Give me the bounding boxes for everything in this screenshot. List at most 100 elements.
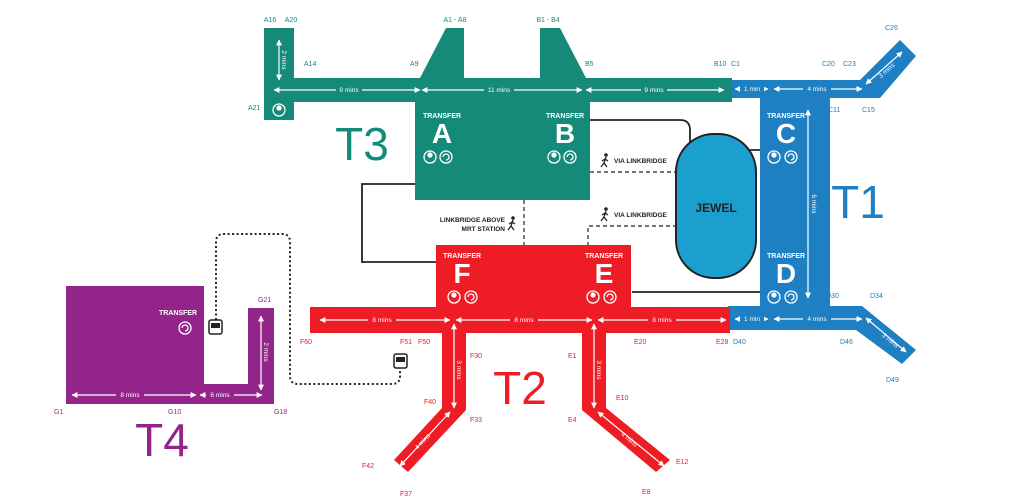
terminal-2 xyxy=(310,245,730,472)
linkbridge-mrt-label: MRT STATION xyxy=(462,226,506,233)
gate-label: D30 xyxy=(826,293,839,300)
terminal-4-label: T4 xyxy=(135,414,189,466)
link-b-jewel xyxy=(590,119,691,248)
transfer-label: TRANSFER xyxy=(767,253,805,260)
via-linkbridge-label: VIA LINKBRIDGE xyxy=(614,158,668,165)
gate-label: C26 xyxy=(885,25,898,32)
transfer-desk-icon xyxy=(464,290,478,304)
gate-label: B5 xyxy=(585,61,594,68)
walk-time-label: 2 mins xyxy=(262,342,269,362)
gate-label: A14 xyxy=(304,61,317,68)
gate-label: A20 xyxy=(285,17,298,24)
t3-a-nub xyxy=(420,28,464,78)
walk-time-label: 1 min xyxy=(744,86,760,93)
transfer-desk-icon xyxy=(603,290,617,304)
gate-label: G21 xyxy=(258,297,271,304)
t3-b-nub xyxy=(540,28,586,78)
gate-label: E4 xyxy=(568,417,577,424)
walking-person-icon xyxy=(600,207,609,222)
t1-connector xyxy=(760,98,830,308)
transfer-e-letter: E xyxy=(595,258,614,289)
info-counter-icon xyxy=(272,103,286,117)
gate-label: F51 xyxy=(400,339,412,346)
gate-label: E1 xyxy=(568,353,577,360)
gate-labels: A16 A20 A14 A9 A21 A1 - A8 B1 - B4 B5 B1… xyxy=(54,17,899,498)
transfer-a-letter: A xyxy=(432,118,452,149)
walk-time-label: 11 mins xyxy=(488,87,511,94)
gate-label: E12 xyxy=(676,459,689,466)
walk-time-label: 3 mins xyxy=(595,360,602,380)
gate-label: A1 - A8 xyxy=(444,17,467,24)
walking-person-icon xyxy=(600,153,609,168)
transfer-label: TRANSFER xyxy=(767,113,805,120)
gate-label: F30 xyxy=(470,353,482,360)
jewel-label: JEWEL xyxy=(695,201,736,215)
gate-label: E20 xyxy=(634,339,647,346)
walk-time-label: 8 mins xyxy=(120,392,140,399)
gate-label: G10 xyxy=(168,409,181,416)
gate-label: F40 xyxy=(424,399,436,406)
gate-label: G18 xyxy=(274,409,287,416)
gate-label: D40 xyxy=(733,339,746,346)
terminal-2-label: T2 xyxy=(493,362,547,414)
gate-label: F50 xyxy=(418,339,430,346)
gate-label: C20 xyxy=(822,61,835,68)
info-counter-icon xyxy=(767,150,781,164)
transfer-label: TRANSFER xyxy=(546,113,584,120)
gate-label: F37 xyxy=(400,491,412,498)
walk-time-label: 4 mins xyxy=(807,316,827,323)
gate-label: F33 xyxy=(470,417,482,424)
gate-label: B1 - B4 xyxy=(536,17,559,24)
transfer-c-letter: C xyxy=(776,118,796,149)
terminal-4 xyxy=(66,286,274,404)
gate-label: A9 xyxy=(410,61,419,68)
gate-label: E10 xyxy=(616,395,629,402)
transfer-desk-icon xyxy=(784,150,798,164)
info-counter-icon xyxy=(767,290,781,304)
gate-label: D34 xyxy=(870,293,883,300)
walk-time-label: 6 mins xyxy=(810,194,817,214)
walk-time-label: 8 mins xyxy=(372,317,392,324)
bus-icon xyxy=(208,319,223,335)
info-counter-icon xyxy=(447,290,461,304)
transfer-b-letter: B xyxy=(555,118,575,149)
walk-time-label: 9 mins xyxy=(339,87,359,94)
gate-label: D49 xyxy=(886,377,899,384)
linkbridge-mrt-label: LINKBRIDGE ABOVE xyxy=(440,217,506,224)
walk-time-label: 8 mins xyxy=(514,317,534,324)
shuttle-route xyxy=(215,233,401,385)
gate-label: C15 xyxy=(862,107,875,114)
gate-label: F60 xyxy=(300,339,312,346)
walk-time-label: 4 mins xyxy=(807,86,827,93)
walking-person-icon xyxy=(507,216,516,231)
walk-time-label: 6 mins xyxy=(210,392,230,399)
info-counter-icon xyxy=(547,150,561,164)
gate-label: E28 xyxy=(716,339,729,346)
walk-time-label: 1 min xyxy=(744,316,760,323)
terminal-1-label: T1 xyxy=(831,176,885,228)
transfer-desk-icon xyxy=(439,150,453,164)
transfer-desk-icon xyxy=(178,321,192,335)
dash-e-jewel xyxy=(587,225,678,246)
transfer-label: TRANSFER xyxy=(159,310,197,317)
link-t3-t2-west xyxy=(361,183,436,263)
transfer-d-letter: D xyxy=(776,258,796,289)
gate-label: A16 xyxy=(264,17,277,24)
gate-label: B10 xyxy=(714,61,727,68)
transfer-label: TRANSFER xyxy=(423,113,461,120)
gate-label: F42 xyxy=(362,463,374,470)
transfer-label: TRANSFER xyxy=(585,253,623,260)
info-counter-icon xyxy=(586,290,600,304)
transfer-desk-icon xyxy=(563,150,577,164)
walk-time-label: 3 mins xyxy=(455,360,462,380)
gate-label: C23 xyxy=(843,61,856,68)
linkbridge-dashes xyxy=(523,171,678,246)
service-icons xyxy=(178,103,798,335)
gate-label: C11 xyxy=(828,107,840,114)
gate-label: E8 xyxy=(642,489,651,496)
jewel-building[interactable] xyxy=(675,133,757,279)
t2-e-pier xyxy=(582,333,670,472)
gate-label: C1 xyxy=(731,61,740,68)
walk-time-label: 2 mins xyxy=(280,50,287,70)
